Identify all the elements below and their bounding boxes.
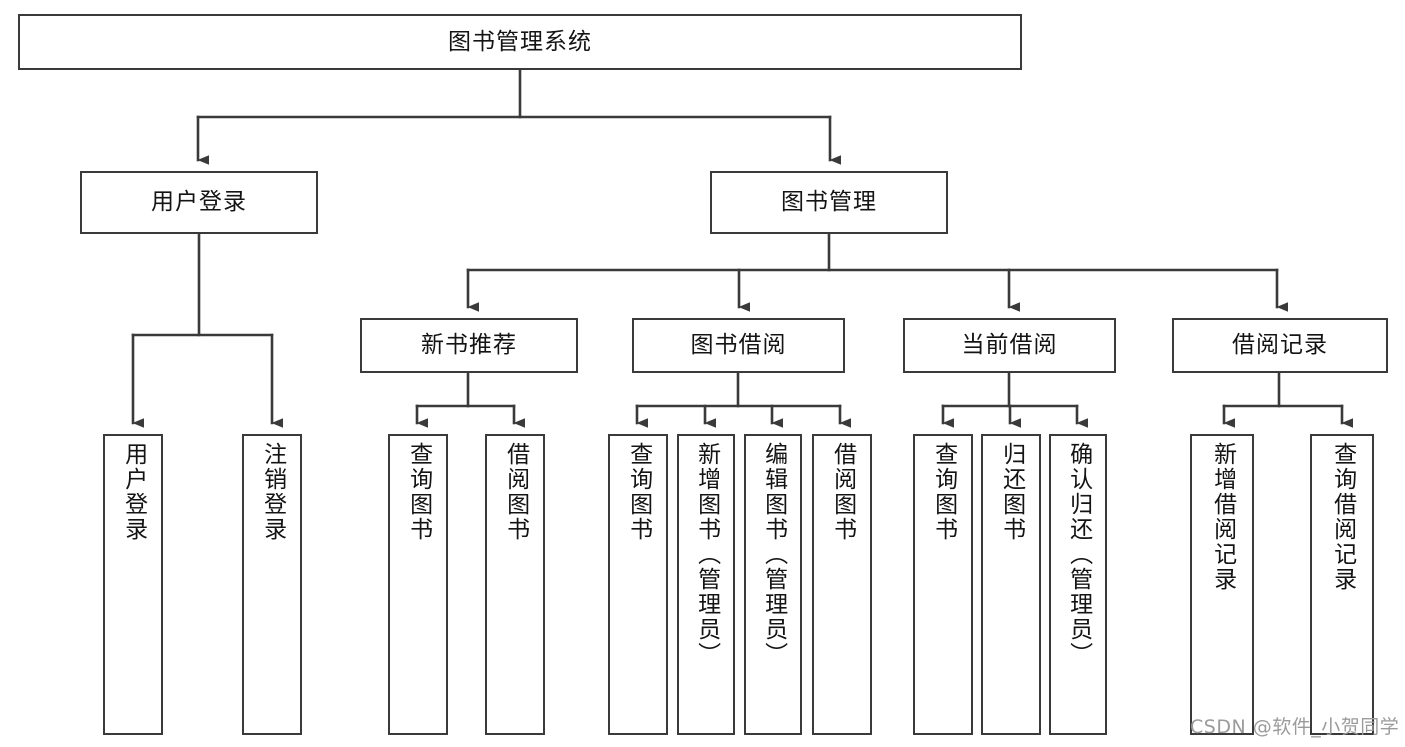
node-leaf-3-label: 查询图书 — [405, 442, 432, 542]
node-leaf-12[interactable]: 新增借阅记录 — [1190, 434, 1254, 735]
node-leaf-13[interactable]: 查询借阅记录 — [1310, 434, 1374, 735]
node-leaf-2-label: 注销登录 — [259, 442, 286, 542]
node-leaf-5-label: 查询图书 — [625, 442, 652, 542]
node-level2-1-label: 用户登录 — [151, 189, 247, 216]
node-leaf-10[interactable]: 归还图书 — [981, 434, 1041, 735]
node-leaf-8[interactable]: 借阅图书 — [812, 434, 872, 735]
node-leaf-3[interactable]: 查询图书 — [388, 434, 448, 735]
node-level2-1[interactable]: 用户登录 — [80, 171, 318, 234]
node-level3-4-label: 借阅记录 — [1232, 332, 1328, 359]
node-level2-2[interactable]: 图书管理 — [710, 171, 948, 234]
node-leaf-6[interactable]: 新增图书（管理员） — [677, 434, 735, 735]
node-leaf-13-label: 查询借阅记录 — [1329, 442, 1356, 592]
node-leaf-4-label: 借阅图书 — [502, 442, 529, 542]
node-level2-2-label: 图书管理 — [781, 189, 877, 216]
node-leaf-6-label: 新增图书（管理员） — [693, 442, 720, 667]
node-leaf-9[interactable]: 查询图书 — [913, 434, 973, 735]
node-leaf-1[interactable]: 用户登录 — [103, 434, 163, 735]
node-level3-4[interactable]: 借阅记录 — [1172, 318, 1388, 373]
node-leaf-7-label: 编辑图书（管理员） — [760, 442, 787, 667]
node-level3-2[interactable]: 图书借阅 — [632, 318, 845, 373]
node-leaf-9-label: 查询图书 — [930, 442, 957, 542]
node-leaf-5[interactable]: 查询图书 — [608, 434, 668, 735]
node-leaf-7[interactable]: 编辑图书（管理员） — [744, 434, 802, 735]
node-level3-1-label: 新书推荐 — [421, 332, 517, 359]
node-leaf-1-label: 用户登录 — [120, 442, 147, 542]
node-root[interactable]: 图书管理系统 — [18, 14, 1022, 70]
node-level3-2-label: 图书借阅 — [690, 332, 787, 359]
node-leaf-2[interactable]: 注销登录 — [242, 434, 302, 735]
node-level3-3-label: 当前借阅 — [961, 332, 1058, 359]
node-root-label: 图书管理系统 — [448, 28, 592, 55]
csdn-watermark: CSDN @软件_小贺同学 — [1190, 716, 1400, 738]
node-leaf-11[interactable]: 确认归还（管理员） — [1049, 434, 1107, 735]
node-leaf-11-label: 确认归还（管理员） — [1065, 442, 1092, 667]
node-level3-3[interactable]: 当前借阅 — [903, 318, 1116, 373]
node-leaf-8-label: 借阅图书 — [829, 442, 856, 542]
node-level3-1[interactable]: 新书推荐 — [360, 318, 578, 373]
node-leaf-4[interactable]: 借阅图书 — [485, 434, 545, 735]
node-leaf-10-label: 归还图书 — [998, 442, 1025, 542]
node-leaf-12-label: 新增借阅记录 — [1209, 442, 1236, 592]
